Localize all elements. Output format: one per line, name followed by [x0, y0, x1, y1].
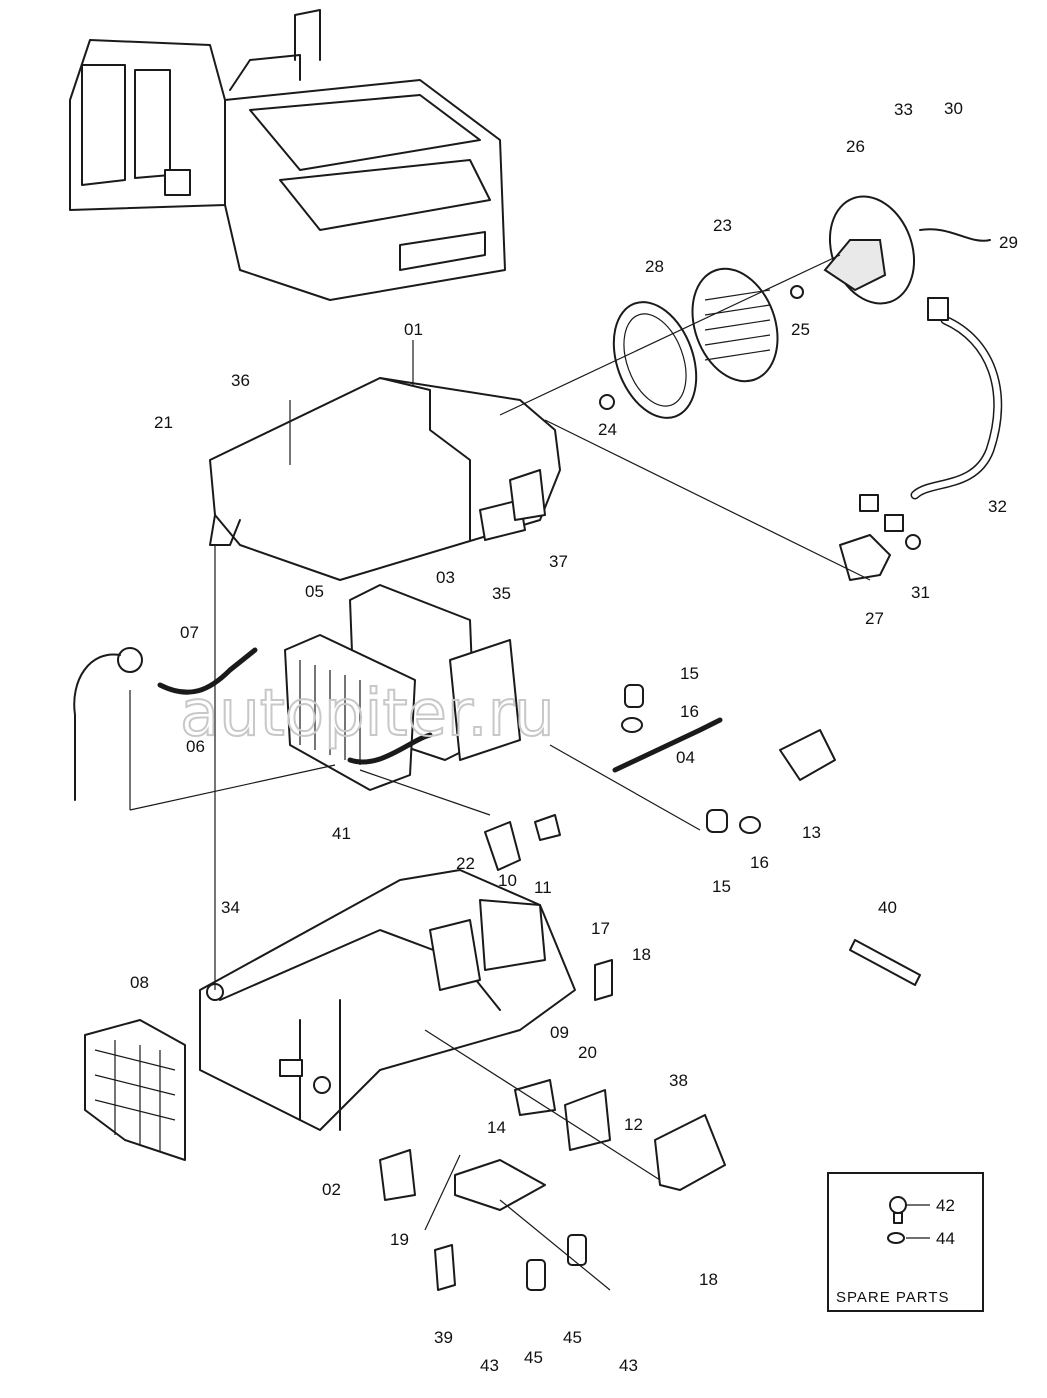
- wire-harness: [859, 228, 1003, 532]
- spare-item-42: 42: [936, 1196, 955, 1215]
- label-45-right: 45: [563, 1328, 582, 1347]
- label-16-bottom: 16: [750, 853, 769, 872]
- spare-parts-title: SPARE PARTS: [836, 1289, 950, 1306]
- label-05: 05: [305, 582, 324, 601]
- label-18-top: 18: [632, 945, 651, 964]
- part-labels: 01 02 03 04 05 06 07 08 09 10 11 12 13 1…: [130, 99, 1018, 1375]
- label-06: 06: [186, 737, 205, 756]
- label-25: 25: [791, 320, 810, 339]
- label-07: 07: [180, 623, 199, 642]
- label-32: 32: [988, 497, 1007, 516]
- leader-lines: [129, 254, 871, 1291]
- label-17: 17: [591, 919, 610, 938]
- watermark-text: autopiter.ru: [180, 677, 555, 751]
- label-08: 08: [130, 973, 149, 992]
- label-43-left: 43: [480, 1356, 499, 1375]
- label-18-bottom: 18: [699, 1270, 718, 1289]
- label-11: 11: [534, 878, 552, 897]
- label-16-top: 16: [680, 702, 699, 721]
- label-24: 24: [598, 420, 617, 439]
- resistor-block: [839, 534, 921, 581]
- label-02: 02: [322, 1180, 341, 1199]
- label-38: 38: [669, 1071, 688, 1090]
- label-41: 41: [332, 824, 351, 843]
- label-01: 01: [404, 320, 423, 339]
- label-30: 30: [944, 99, 963, 118]
- core-assembly: [284, 584, 521, 791]
- spare-parts-box: 42 44 SPARE PARTS: [827, 1172, 984, 1312]
- label-09: 09: [550, 1023, 569, 1042]
- label-19: 19: [390, 1230, 409, 1249]
- label-35: 35: [492, 584, 511, 603]
- label-10: 10: [498, 871, 517, 890]
- label-28: 28: [645, 257, 664, 276]
- label-04: 04: [676, 748, 695, 767]
- label-27: 27: [865, 609, 884, 628]
- label-13: 13: [802, 823, 821, 842]
- label-31: 31: [911, 583, 930, 602]
- spare-item-44: 44: [936, 1229, 955, 1248]
- label-45-left: 45: [524, 1348, 543, 1367]
- label-20: 20: [578, 1043, 597, 1062]
- label-21: 21: [154, 413, 173, 432]
- label-03: 03: [436, 568, 455, 587]
- label-29: 29: [999, 233, 1018, 252]
- label-33: 33: [894, 100, 913, 119]
- top-cover: [209, 377, 561, 581]
- label-40: 40: [878, 898, 897, 917]
- label-36: 36: [231, 371, 250, 390]
- label-39: 39: [434, 1328, 453, 1347]
- pipes-and-sensor: [73, 647, 723, 801]
- hose-fittings: [484, 684, 836, 871]
- label-15-bottom: 15: [712, 877, 731, 896]
- label-15-top: 15: [680, 664, 699, 683]
- label-37: 37: [549, 552, 568, 571]
- label-23: 23: [713, 216, 732, 235]
- excavator-overview: [69, 9, 506, 301]
- label-34: 34: [221, 898, 240, 917]
- air-filter: [84, 1019, 186, 1161]
- label-22: 22: [456, 854, 475, 873]
- label-14: 14: [487, 1118, 506, 1137]
- label-26: 26: [846, 137, 865, 156]
- label-43-right: 43: [619, 1356, 638, 1375]
- label-12: 12: [624, 1115, 643, 1134]
- blower-assembly: [599, 195, 916, 419]
